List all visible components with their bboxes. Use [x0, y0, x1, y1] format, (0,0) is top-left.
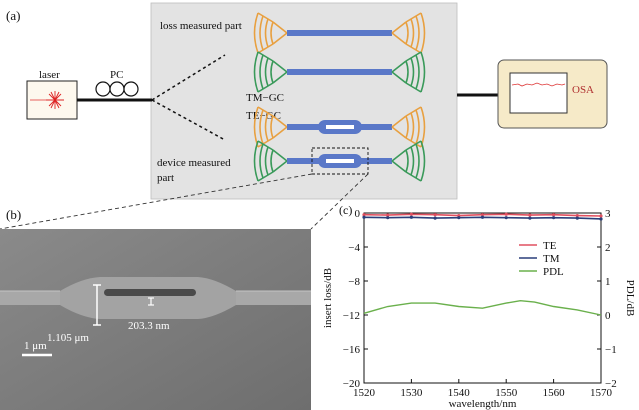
laser-label: laser: [39, 69, 60, 81]
y-left-tick-label: −8: [348, 276, 360, 288]
y-right-tick-label: 2: [605, 242, 611, 254]
series-point-tm: [575, 216, 579, 220]
series-point-tm: [362, 215, 366, 219]
series-point-te: [386, 213, 390, 217]
osa-label: OSA: [572, 84, 594, 96]
x-tick-label: 1520: [353, 387, 376, 399]
scale-bar-label: 1 μm: [24, 340, 47, 352]
panel-c-label: (c): [339, 203, 352, 217]
pc-label: PC: [110, 69, 123, 81]
pc-loops-icon: [95, 81, 139, 97]
zoom-line-left: [0, 173, 313, 230]
series-point-tm: [552, 216, 556, 220]
series-point-tm: [433, 216, 437, 220]
series-point-te: [599, 214, 603, 218]
y-right-tick-label: 3: [605, 208, 611, 220]
x-tick-label: 1550: [495, 387, 518, 399]
series-point-te: [575, 213, 579, 218]
width-label: 1.105 μm: [47, 332, 89, 344]
series-point-tm: [504, 216, 508, 220]
y-right-tick-label: −2: [605, 378, 617, 390]
series-point-tm: [599, 217, 603, 221]
gap-marker: [148, 297, 154, 306]
legend-label-te: TE: [543, 240, 557, 252]
series-point-tm: [386, 216, 390, 220]
y-right-tick-label: 0: [605, 310, 611, 322]
series-point-te: [528, 213, 532, 217]
laser-star-icon: [46, 91, 64, 109]
x-tick-label: 1540: [448, 387, 471, 399]
slot-waveguide-device-3: [287, 120, 392, 134]
slot-waveguide-device-4: [287, 154, 392, 168]
osa-screen: [509, 72, 568, 114]
fan-line-upper: [151, 54, 226, 101]
te-gc-label: TE−GC: [246, 110, 281, 122]
y-right-tick-label: 1: [605, 276, 611, 288]
series-point-te: [409, 212, 413, 216]
fan-line-lower: [151, 99, 226, 141]
tm-gc-label: TM−GC: [246, 92, 284, 104]
series-point-tm: [409, 215, 413, 219]
series-point-tm: [457, 216, 461, 220]
series-point-te: [552, 213, 556, 217]
width-marker: [93, 284, 101, 326]
series-point-tm: [528, 216, 532, 220]
panel-b-label: (b): [6, 207, 21, 222]
y-left-tick-label: 0: [355, 208, 361, 220]
zoom-line-right: [310, 173, 369, 230]
x-tick-label: 1570: [590, 387, 613, 399]
series-point-tm: [480, 215, 485, 219]
y-left-tick-label: −20: [343, 378, 361, 390]
y-left-tick-label: −16: [343, 344, 361, 356]
legend-label-tm: TM: [543, 253, 560, 265]
straight-waveguide-2: [287, 69, 392, 75]
x-tick-label: 1530: [400, 387, 423, 399]
y-right-axis-label: PDL/dB: [624, 280, 636, 317]
series-point-te: [362, 213, 366, 217]
plot-frame: [363, 212, 602, 384]
gap-label: 203.3 nm: [128, 320, 170, 332]
series-point-te: [480, 213, 485, 217]
straight-waveguide-1: [287, 30, 392, 36]
y-right-tick-label: −1: [605, 344, 617, 356]
series-point-te: [433, 213, 437, 217]
series-line-pdl: [363, 299, 602, 316]
x-tick-label: 1560: [543, 387, 566, 399]
device-measured-label-2: part: [157, 172, 174, 184]
device-measured-label-1: device measured: [157, 157, 231, 169]
y-left-tick-label: −12: [343, 310, 360, 322]
x-axis-label: wavelength/nm: [449, 398, 517, 410]
sem-image: [0, 229, 311, 410]
y-left-tick-label: −4: [348, 242, 360, 254]
panel-a-label: (a): [6, 8, 20, 23]
zoom-box: [311, 147, 369, 175]
y-left-axis-label: insert loss/dB: [322, 268, 334, 328]
osa-trace: [511, 82, 566, 87]
series-point-te: [504, 212, 508, 216]
loss-measured-label: loss measured part: [160, 20, 242, 32]
legend-label-pdl: PDL: [543, 266, 564, 278]
